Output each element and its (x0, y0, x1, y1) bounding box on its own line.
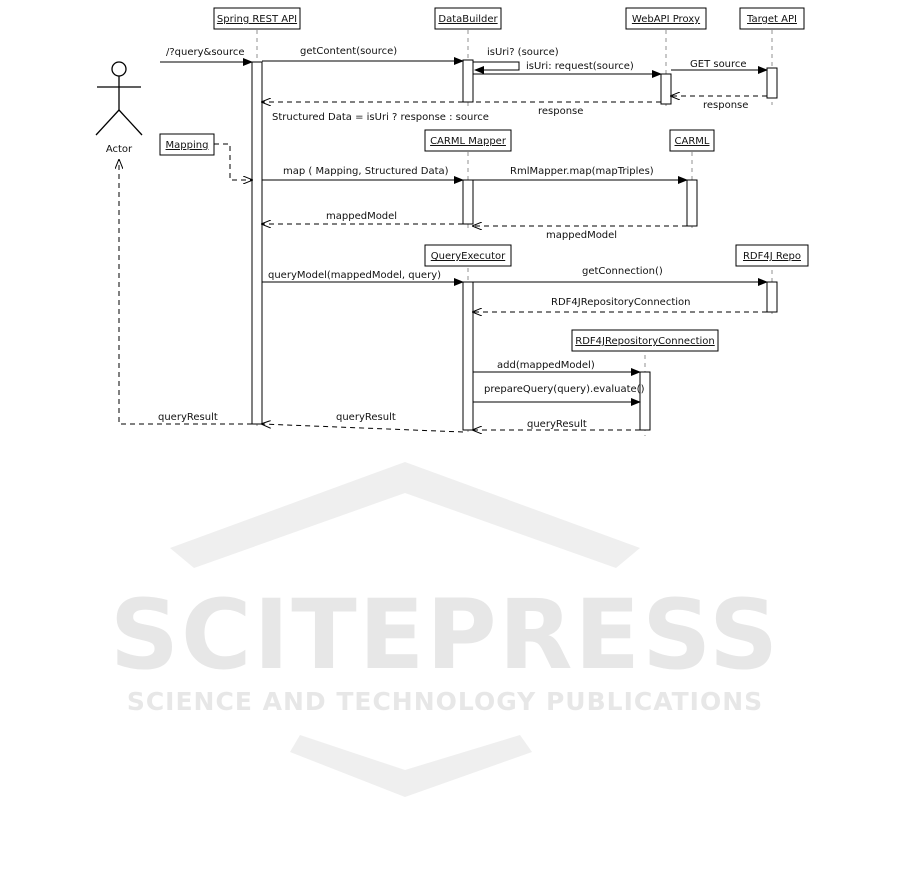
participant-label: Spring REST API (217, 14, 297, 25)
participant-label: RDF4J Repo (743, 251, 801, 262)
message-label: queryResult (527, 419, 587, 430)
lifelines (256, 22, 773, 436)
watermark-chevron-shape-lower (290, 735, 532, 797)
message-label: mappedModel (326, 211, 397, 222)
participant-spring-rest-api: Spring REST API (213, 7, 301, 30)
participant-webapi-proxy: WebAPI Proxy (625, 7, 707, 30)
participant-mapping: Mapping (159, 133, 215, 156)
scitepress-watermark: SCITEPRESS SCIENCE AND TECHNOLOGY PUBLIC… (110, 462, 780, 797)
message-label: /?query&source (166, 47, 245, 58)
watermark-tagline: SCIENCE AND TECHNOLOGY PUBLICATIONS (127, 687, 763, 716)
mapping-connector-arrow (214, 143, 252, 180)
message-label: map ( Mapping, Structured Data) (283, 166, 449, 177)
activation-spring (251, 61, 263, 425)
message-label: isUri? (source) (487, 47, 559, 58)
watermark-chevron-shape (170, 462, 640, 568)
message-label: response (538, 106, 583, 117)
actor-head (111, 61, 127, 77)
actor-label: Actor (106, 144, 133, 155)
activation-databuilder (462, 59, 474, 103)
activation-rdf4j-repo (766, 281, 778, 313)
participant-databuilder: DataBuilder (434, 7, 502, 30)
messages: /?query&source getContent(source) isUri?… (119, 46, 768, 433)
message-label: queryModel(mappedModel, query) (268, 270, 441, 281)
message-return-arrow (262, 424, 464, 433)
participant-query-executor: QueryExecutor (424, 244, 512, 267)
participant-label: RDF4JRepositoryConnection (575, 336, 714, 347)
participant-label: CARML Mapper (430, 136, 507, 147)
message-label: mappedModel (546, 230, 617, 241)
participant-label: QueryExecutor (431, 251, 506, 262)
activation-query-executor (462, 281, 474, 431)
message-label: RmlMapper.map(mapTriples) (510, 166, 654, 177)
participant-label: Target API (746, 14, 797, 25)
activation-target (766, 67, 778, 99)
message-label: isUri: request(source) (526, 61, 634, 72)
message-label: GET source (690, 59, 747, 70)
participant-rdf4j-repo: RDF4J Repo (735, 244, 809, 267)
message-return-arrow-actor (119, 160, 252, 425)
activation-rdf4j-connection (639, 371, 651, 431)
message-label: add(mappedModel) (497, 360, 595, 371)
participant-label: DataBuilder (438, 14, 498, 25)
activation-carml (686, 179, 698, 227)
message-arrow-self (473, 61, 520, 74)
message-label: queryResult (158, 412, 218, 423)
message-label: response (703, 100, 748, 111)
message-label: getConnection() (582, 266, 663, 277)
message-label: queryResult (336, 412, 396, 423)
participant-label: WebAPI Proxy (632, 14, 700, 25)
actor-figure (95, 61, 143, 136)
participant-target-api: Target API (739, 7, 805, 30)
participant-carml-mapper: CARML Mapper (424, 129, 512, 152)
participant-label: Mapping (166, 140, 209, 151)
message-label: Structured Data = isUri ? response : sou… (272, 112, 489, 123)
message-label: RDF4JRepositoryConnection (551, 297, 690, 308)
message-label: prepareQuery(query).evaluate() (484, 384, 645, 395)
activation-bars (251, 59, 778, 431)
activation-webapi (660, 73, 672, 105)
activation-carml-mapper (462, 179, 474, 225)
participant-carml: CARML (669, 129, 715, 152)
message-label: getContent(source) (300, 46, 397, 57)
participant-rdf4j-repository-connection: RDF4JRepositoryConnection (571, 329, 719, 352)
participant-label: CARML (675, 136, 710, 147)
watermark-logo-text: SCITEPRESS (110, 579, 780, 691)
